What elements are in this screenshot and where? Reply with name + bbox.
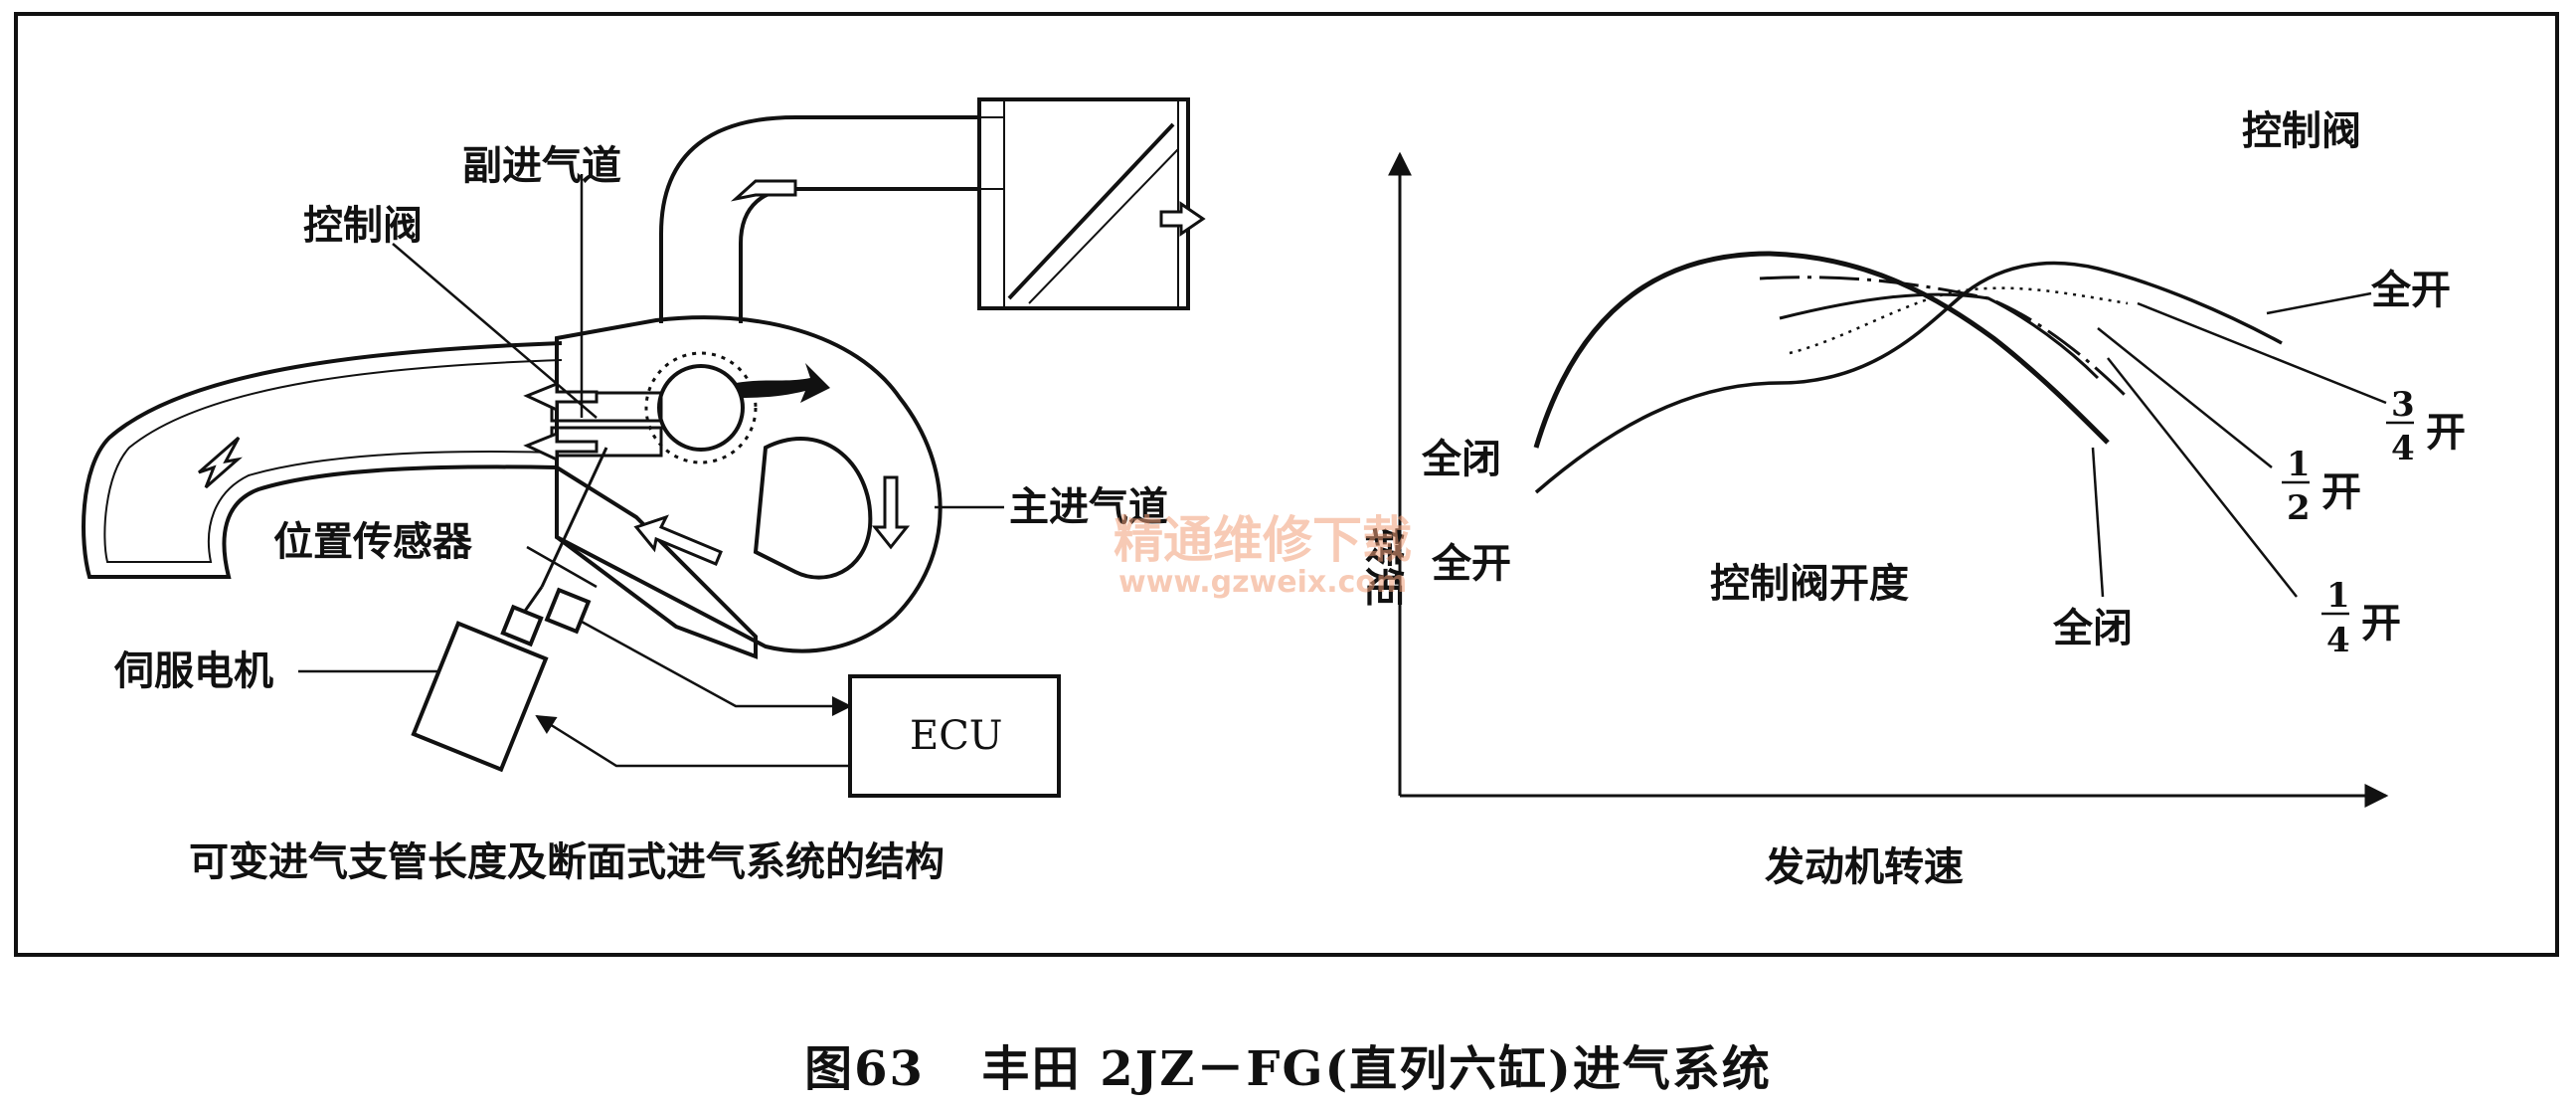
curve-three-quarter [1789,286,2129,355]
actuator-assembly [411,447,1061,798]
position-sensor-box [544,587,592,635]
svg-text:www.gzweix.com: www.gzweix.com [1118,565,1407,600]
curve-full-closed [1533,251,2110,449]
figure-frame [14,12,2559,957]
intake-structure [82,97,1190,659]
svg-text:1: 1 [2326,576,2350,616]
chart-xlabel: 发动机转速 [1765,844,1964,890]
left-caption: 可变进气支管长度及断面式进气系统的结构 [189,839,945,885]
servo-motor-box [411,621,549,773]
chart-center-label: 控制阀开度 [1710,561,1909,607]
ecu-box [848,674,1061,798]
label-sub-runner: 副进气道 [462,143,621,189]
label-full-open-left: 全开 [1431,541,1511,587]
label-quarter-open: 1 4 开 [2321,576,2401,660]
label-position-sensor: 位置传感器 [273,519,473,565]
label-half-open: 1 2 开 [2282,445,2361,528]
figure-number: 图63 [804,1041,925,1097]
svg-text:2: 2 [2287,488,2311,528]
inlet-pipe [659,115,979,323]
leader-lines [298,174,1004,768]
outlet-duct [82,341,563,579]
flow-arrows [198,179,1206,566]
curve-leaders [2091,291,2387,598]
svg-text:4: 4 [2326,621,2350,660]
svg-text:开: 开 [2426,410,2466,456]
chart-ylabel: 转矩 [1360,527,1406,607]
main-runner-loop [753,437,873,580]
figure-caption: 图63 丰田 2JZ－FG(直列六缸)进气系统 [0,1029,2576,1099]
figure-title: 丰田 2JZ－FG(直列六缸)进气系统 [981,1041,1772,1097]
plenum-body [555,315,943,653]
svg-text:1: 1 [2287,445,2311,484]
svg-text:4: 4 [2391,429,2415,468]
watermark: 精通维修下载 www.gzweix.com [1114,511,1412,600]
label-ecu: ECU [910,713,1003,759]
label-three-quarter-open: 3 4 开 [2386,385,2466,468]
label-servo-motor: 伺服电机 [113,648,273,694]
label-main-runner: 主进气道 [1009,484,1168,530]
control-valve-rotor [657,364,745,452]
svg-text:3: 3 [2391,385,2415,425]
curve-full-open [1534,261,2283,494]
svg-text:开: 开 [2361,601,2401,646]
chart-legend-title: 控制阀 [2242,108,2361,154]
label-full-closed-bottom: 全闭 [2052,606,2133,651]
label-control-valve: 控制阀 [303,203,423,249]
torque-flow-arrow [736,363,830,403]
svg-text:精通维修下载: 精通维修下载 [1114,511,1412,569]
air-filter-housing [977,97,1190,310]
label-full-closed-left: 全闭 [1421,437,1501,482]
curve-quarter [1779,292,2100,380]
svg-text:开: 开 [2321,469,2361,515]
label-full-open-right: 全开 [2370,268,2451,313]
torque-chart [1388,151,2389,808]
